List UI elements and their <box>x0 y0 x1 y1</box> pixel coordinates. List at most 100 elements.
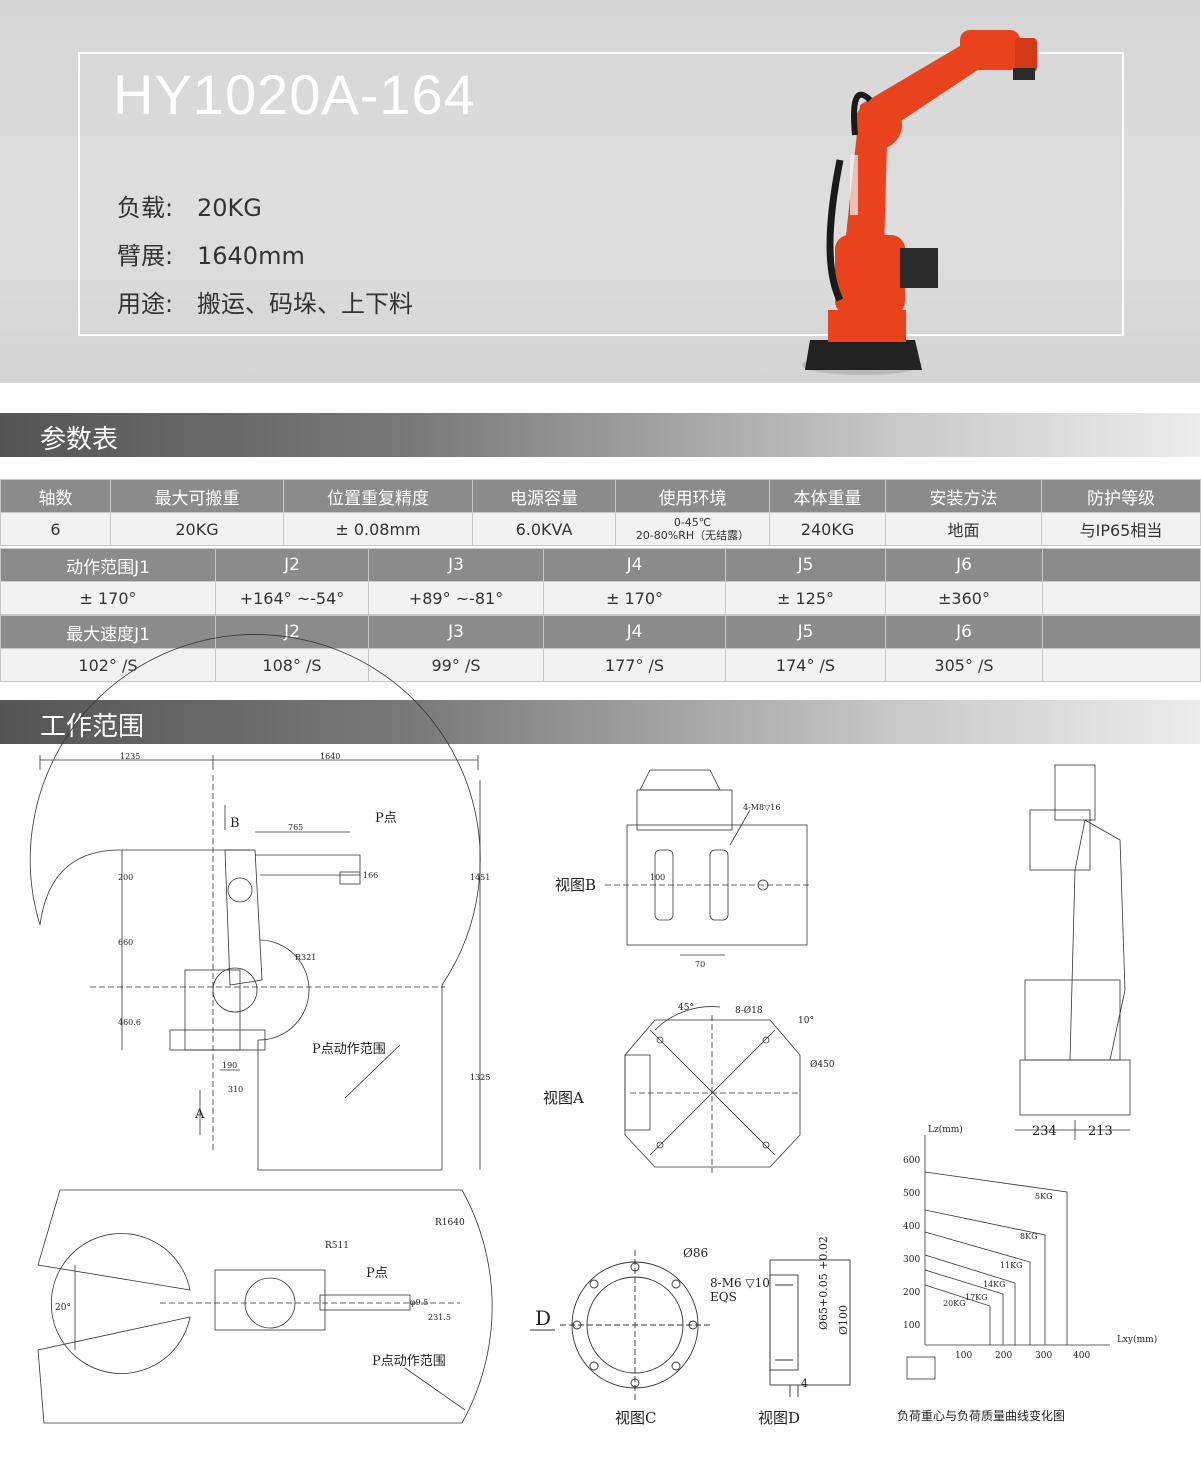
dim-r1640: R1640 <box>435 1218 465 1228</box>
load-ytick-300: 300 <box>903 1255 920 1265</box>
curve-8kg: 8KG <box>1020 1232 1037 1241</box>
load-ytick-600: 600 <box>903 1156 920 1166</box>
value-axes: 6 <box>0 512 111 546</box>
range-j1: ± 170° <box>0 581 216 615</box>
curve-17kg: 17KG <box>965 1293 988 1302</box>
dim-phi95: φ9.5 <box>410 1298 428 1307</box>
dim-234: 234 <box>1032 1124 1057 1139</box>
curve-5kg: 5KG <box>1035 1192 1052 1201</box>
side-range-drawing: 1235 1640 765 200 660 460.6 1451 1325 R3… <box>29 634 490 1171</box>
section-workspace: 工作范围 <box>0 700 1200 744</box>
load-xtick-100: 100 <box>955 1351 972 1361</box>
dim-231: 231.5 <box>428 1313 451 1322</box>
spec-payload: 负载:20KG <box>117 194 262 222</box>
load-ytick-400: 400 <box>903 1222 920 1232</box>
view-d-drawing: 4 Ø65+0.05 +0.02 Ø100 视图D <box>758 1236 851 1427</box>
dim-phi450: Ø450 <box>810 1059 835 1070</box>
header-weight: 本体重量 <box>769 479 886 513</box>
load-curve-drawing: Lz(mm) Lxy(mm) 600 500 400 300 200 100 1… <box>897 1124 1157 1423</box>
load-ytick-100: 100 <box>903 1321 920 1331</box>
dim-8-18: 8-Ø18 <box>735 1005 763 1016</box>
front-view-drawing: 234 213 <box>1015 764 1131 1140</box>
dim-100: 100 <box>650 873 665 882</box>
label-d: D <box>535 1306 551 1330</box>
dim-70: 70 <box>695 960 705 969</box>
hero-frame <box>78 52 1124 336</box>
speed-header-j2: J2 <box>215 615 369 649</box>
curve-20kg: 20KG <box>943 1299 966 1308</box>
section-params: 参数表 <box>0 413 1200 457</box>
dim-r321: R321 <box>295 953 316 962</box>
dim-1325: 1325 <box>470 1073 490 1082</box>
load-ytick-200: 200 <box>903 1288 920 1298</box>
speed-j6: 305° /S <box>885 648 1043 682</box>
dim-1235: 1235 <box>120 752 140 761</box>
speed-header-j3: J3 <box>368 615 544 649</box>
load-xtick-200: 200 <box>995 1351 1012 1361</box>
label-a: A <box>194 1107 205 1122</box>
dim-765: 765 <box>288 823 303 832</box>
speed-header-j1: 最大速度J1 <box>0 615 216 649</box>
dim-4m8: 4-M8▽16 <box>743 803 780 812</box>
dim-4: 4 <box>801 1377 808 1390</box>
speed-j3: 99° /S <box>368 648 544 682</box>
value-weight: 240KG <box>769 512 886 546</box>
dim-phi100: Ø100 <box>837 1305 850 1335</box>
range-j5: ± 125° <box>725 581 886 615</box>
dim-45deg: 45° <box>678 1003 694 1013</box>
params-table-range: 动作范围J1 J2 J3 J4 J5 J6 ± 170° +164° ~-54°… <box>0 548 1201 615</box>
view-a-drawing: 视图A 45° 8-Ø18 10° Ø450 <box>543 1003 835 1173</box>
label-p-point: P点 <box>375 811 397 826</box>
view-c-drawing: D Ø86 8-M6 ▽10 EQS 视图C <box>530 1246 770 1427</box>
dim-1640: 1640 <box>320 752 340 761</box>
model-title: HY1020A-164 <box>113 63 476 126</box>
dim-phi65: Ø65+0.05 +0.02 <box>817 1236 830 1330</box>
curve-11kg: 11KG <box>1000 1261 1023 1270</box>
value-payload: 20KG <box>110 512 284 546</box>
dim-20deg: 20° <box>55 1303 71 1313</box>
dim-166: 166 <box>363 871 378 880</box>
caption-view-d: 视图D <box>758 1409 800 1427</box>
dim-phi86: Ø86 <box>683 1246 708 1260</box>
speed-j2: 108° /S <box>215 648 369 682</box>
range-empty <box>1042 581 1201 615</box>
dim-8-m6: 8-M6 ▽10 <box>710 1276 770 1290</box>
curve-14kg: 14KG <box>983 1280 1006 1289</box>
header-environment: 使用环境 <box>615 479 770 513</box>
dim-460: 460.6 <box>118 1018 141 1027</box>
params-table-main: 轴数 最大可搬重 位置重复精度 电源容量 使用环境 本体重量 安装方法 防护等级… <box>0 479 1201 546</box>
load-xtick-300: 300 <box>1035 1351 1052 1361</box>
range-header-j1: 动作范围J1 <box>0 548 216 582</box>
dim-660: 660 <box>118 938 133 947</box>
hero-banner: HY1020A-164 负载:20KG 臂展:1640mm 用途:搬运、码垛、上… <box>0 0 1200 383</box>
dim-10deg: 10° <box>798 1016 814 1026</box>
load-xlabel: Lxy(mm) <box>1117 1334 1157 1345</box>
range-j6: ±360° <box>885 581 1043 615</box>
header-repeatability: 位置重复精度 <box>283 479 473 513</box>
header-mounting: 安装方法 <box>885 479 1042 513</box>
value-mounting: 地面 <box>885 512 1042 546</box>
value-protection: 与IP65相当 <box>1041 512 1201 546</box>
header-payload: 最大可搬重 <box>110 479 284 513</box>
range-header-j4: J4 <box>543 548 726 582</box>
value-environment: 0-45℃ 20-80%RH（无结露） <box>615 512 770 546</box>
top-range-drawing: R1640 R511 20° 231.5 φ9.5 P点 P点动作范围 <box>37 1189 493 1424</box>
range-header-j2: J2 <box>215 548 369 582</box>
dim-200: 200 <box>118 873 133 882</box>
value-power: 6.0KVA <box>472 512 616 546</box>
speed-header-j5: J5 <box>725 615 886 649</box>
label-p-range-top: P点动作范围 <box>372 1354 446 1369</box>
range-header-j3: J3 <box>368 548 544 582</box>
speed-empty <box>1042 648 1201 682</box>
dim-eqs: EQS <box>710 1290 737 1304</box>
speed-header-j6: J6 <box>885 615 1043 649</box>
speed-header-j4: J4 <box>543 615 726 649</box>
range-header-j5: J5 <box>725 548 886 582</box>
range-j4: ± 170° <box>543 581 726 615</box>
robot-image <box>802 30 1037 375</box>
range-header-empty <box>1042 548 1201 582</box>
label-p-point-top: P点 <box>366 1266 388 1281</box>
load-ytick-500: 500 <box>903 1189 920 1199</box>
label-b: B <box>230 816 240 831</box>
range-header-j6: J6 <box>885 548 1043 582</box>
